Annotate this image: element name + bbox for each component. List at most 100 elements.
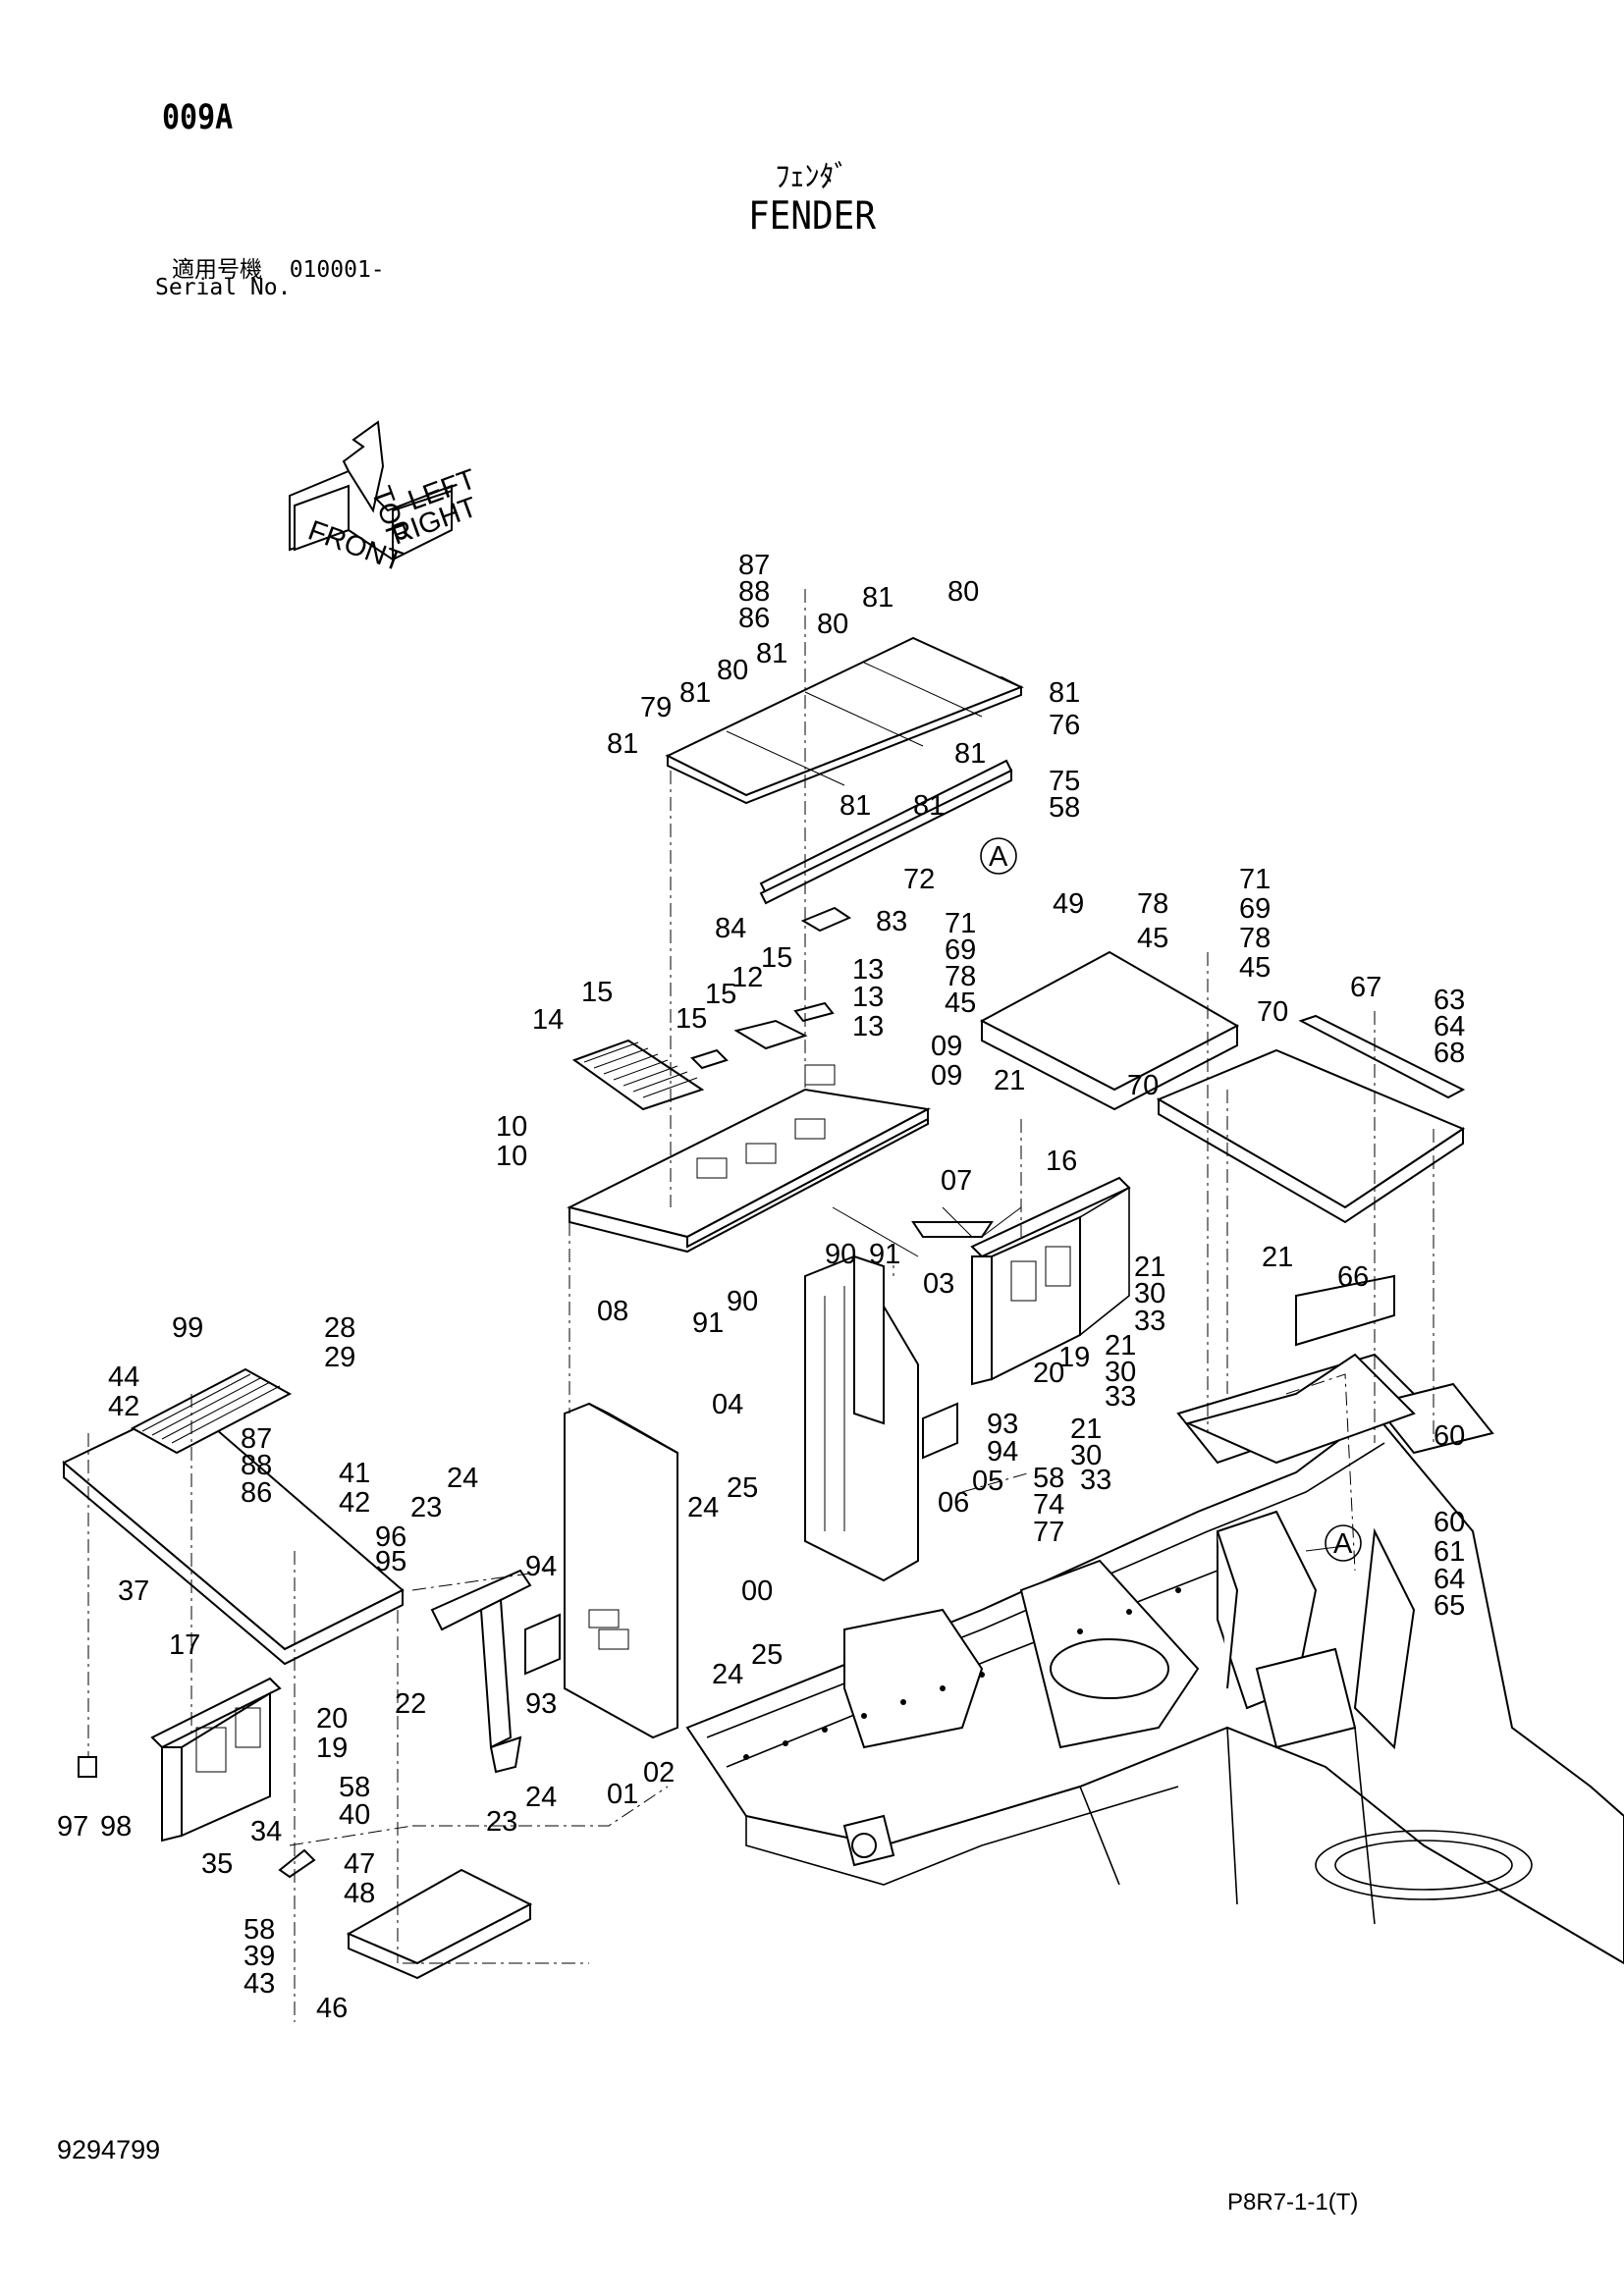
callout: 94: [987, 1436, 1018, 1468]
callout: 94: [525, 1551, 557, 1582]
callout: 87: [241, 1423, 272, 1455]
title-japanese: ﾌｪﾝﾀﾞ: [775, 160, 849, 194]
callout: 15: [581, 977, 613, 1008]
callout: 68: [1434, 1038, 1465, 1069]
callout: 07: [941, 1165, 972, 1197]
callout: 34: [250, 1816, 282, 1847]
callout: 90: [727, 1286, 758, 1317]
callout: 13: [852, 1011, 884, 1042]
callout: 16: [1046, 1146, 1077, 1177]
callout: 22: [395, 1688, 426, 1720]
callout-labels: 87 88 86 81 80 81 80 81 81 81 80 79 81 7…: [57, 550, 1465, 2024]
callout: 75: [1049, 766, 1080, 797]
rail-67: [1298, 1014, 1466, 1099]
grating-99: [130, 1367, 293, 1455]
callout: 19: [1058, 1342, 1090, 1373]
callout-ref-a: A: [1333, 1528, 1353, 1560]
callout: 23: [410, 1492, 442, 1523]
callout: 86: [241, 1477, 272, 1509]
grating-14: [571, 1039, 705, 1111]
callout: 58: [1033, 1463, 1064, 1494]
callout: 45: [1137, 923, 1168, 954]
callout: 95: [375, 1546, 406, 1577]
callout: 14: [532, 1004, 564, 1036]
callout: 81: [862, 582, 893, 614]
callout: 46: [316, 1993, 348, 2024]
callout: 21: [1105, 1330, 1136, 1362]
callout: 88: [241, 1450, 272, 1481]
panel-04: [804, 1255, 919, 1582]
callout: 39: [244, 1941, 275, 1972]
plate-13a: [690, 1048, 729, 1070]
clip-97: [78, 1756, 97, 1778]
callout: 83: [876, 906, 907, 937]
callout: 30: [1105, 1357, 1136, 1388]
callout: 24: [447, 1463, 478, 1494]
callout: 99: [172, 1312, 203, 1344]
callout: 64: [1434, 1011, 1465, 1042]
callout: 81: [679, 677, 711, 709]
callout: 24: [525, 1782, 557, 1813]
drawing-number: 9294799: [57, 2135, 161, 2164]
callout: 01: [607, 1779, 638, 1810]
callout: 30: [1134, 1278, 1165, 1309]
callout: 15: [761, 942, 792, 974]
callout: 78: [945, 961, 976, 992]
callout: 10: [496, 1111, 527, 1143]
callout: 74: [1033, 1489, 1064, 1521]
callout: 69: [1239, 893, 1271, 925]
panel-08: [567, 1064, 932, 1254]
callout: 64: [1434, 1564, 1465, 1595]
callout: 15: [705, 979, 736, 1010]
callout: 80: [817, 609, 848, 640]
callout: 76: [1049, 710, 1080, 741]
callout: 33: [1134, 1306, 1165, 1337]
step-plate-46: [346, 1868, 533, 1980]
callout: 05: [972, 1466, 1003, 1497]
callout: 91: [869, 1239, 900, 1270]
callout: 58: [339, 1772, 370, 1803]
panel-16: [970, 1176, 1131, 1386]
callout: 24: [712, 1659, 743, 1690]
serial-line-jp: 適用号機 010001-: [172, 250, 385, 284]
callout: 33: [1105, 1381, 1136, 1413]
callout: 24: [687, 1492, 719, 1523]
bracket-22: [430, 1569, 532, 1774]
callout: 09: [931, 1031, 962, 1062]
panel-00: [564, 1402, 678, 1739]
callout: 21: [1134, 1252, 1165, 1283]
callout: 20: [316, 1703, 348, 1735]
callout: 66: [1337, 1261, 1369, 1293]
callout: 28: [324, 1312, 355, 1344]
callout: 60: [1434, 1420, 1465, 1452]
callout: 70: [1257, 996, 1288, 1028]
callout: 69: [945, 934, 976, 966]
callout: 40: [339, 1799, 370, 1831]
callout: 81: [756, 638, 787, 669]
cover-49: [979, 950, 1240, 1111]
center-lines: [87, 589, 1435, 2022]
callout: 21: [994, 1065, 1025, 1096]
callout: 70: [1127, 1070, 1159, 1101]
callout: 67: [1350, 972, 1381, 1003]
callout-leaders: [832, 1206, 1346, 1552]
callout: 09: [931, 1060, 962, 1092]
callout: 43: [244, 1968, 275, 2000]
callout: 45: [945, 988, 976, 1019]
callout: 81: [1049, 677, 1080, 709]
callout: 17: [169, 1629, 200, 1661]
callout: 33: [1080, 1465, 1111, 1496]
callout: 78: [1239, 923, 1271, 954]
callout: 84: [715, 913, 746, 944]
callout: 49: [1053, 888, 1084, 920]
callout: 80: [717, 655, 748, 686]
callout: 13: [852, 982, 884, 1013]
bracket-07: [911, 1221, 994, 1238]
callout: 21: [1070, 1414, 1102, 1445]
serial-label-en: Serial No.: [155, 275, 292, 300]
callout: 42: [108, 1391, 139, 1422]
callout: 47: [344, 1848, 375, 1880]
callout: 15: [676, 1003, 707, 1035]
callout: 97: [57, 1811, 88, 1842]
